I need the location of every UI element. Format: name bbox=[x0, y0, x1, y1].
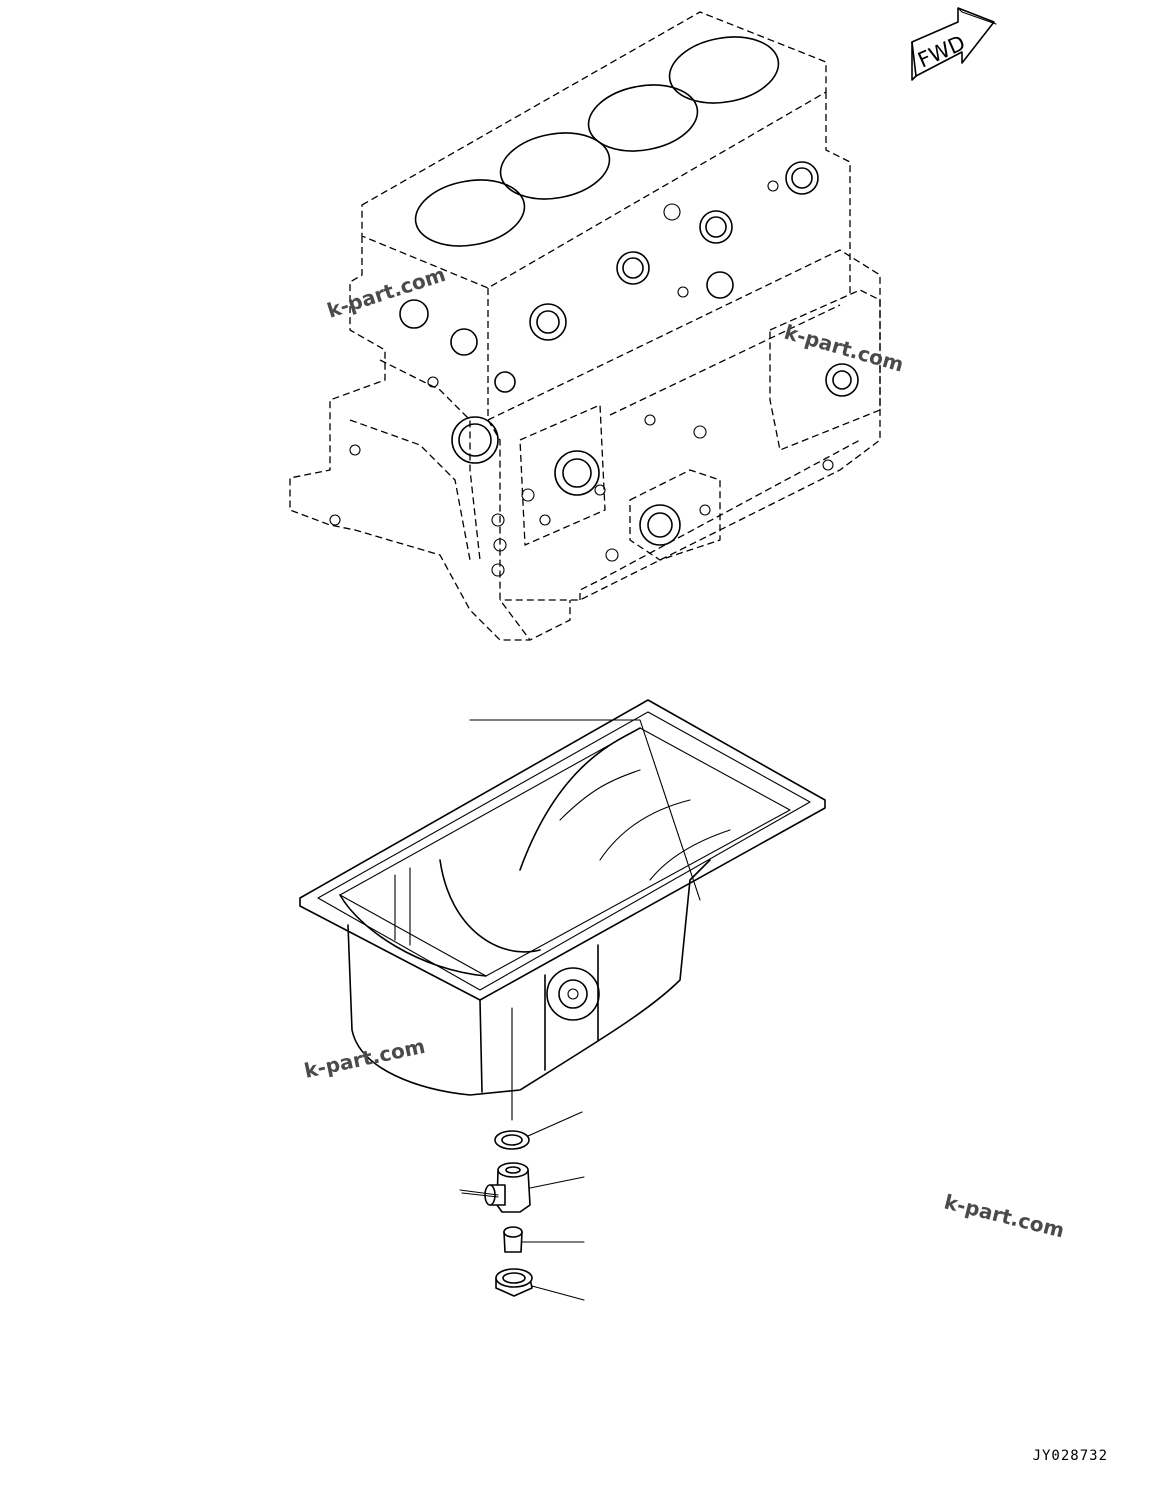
forward-arrow-icon: FWD bbox=[911, 7, 997, 81]
drain-plug bbox=[503, 1226, 585, 1253]
drain-valve bbox=[459, 1162, 585, 1213]
watermark: k-part.com bbox=[302, 1034, 427, 1083]
drain-cap bbox=[495, 1268, 585, 1301]
drain-gasket bbox=[494, 1111, 583, 1150]
watermark: k-part.com bbox=[942, 1190, 1067, 1243]
drawing-code: JY028732 bbox=[1032, 1448, 1108, 1464]
engine-block bbox=[289, 11, 881, 641]
oil-pan bbox=[299, 699, 826, 1121]
watermark: k-part.com bbox=[324, 262, 448, 323]
watermark: k-part.com bbox=[782, 320, 907, 377]
